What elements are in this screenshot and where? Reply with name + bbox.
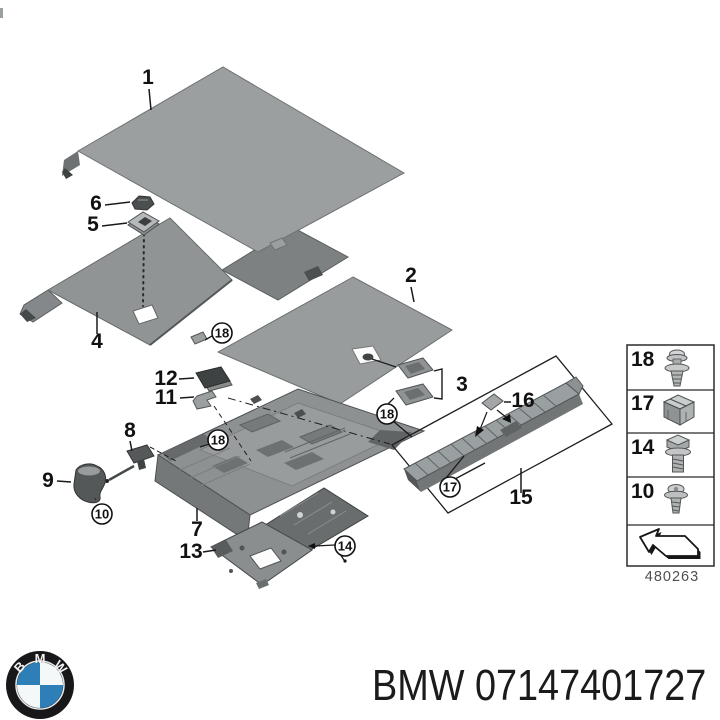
pan-head-screw-icon bbox=[664, 484, 688, 514]
part-number-text: BMW 07147401727 bbox=[372, 660, 706, 709]
callout-1: 1 bbox=[142, 66, 154, 89]
callout-15: 15 bbox=[509, 486, 533, 509]
callout-8: 8 bbox=[124, 419, 136, 442]
callout-16: 16 bbox=[511, 389, 534, 412]
callout-6: 6 bbox=[90, 192, 102, 215]
callout-9: 9 bbox=[42, 469, 54, 492]
part-9-hook bbox=[73, 463, 107, 504]
leader-lines bbox=[56, 88, 522, 553]
panel-1-trunk-mat bbox=[62, 66, 406, 253]
legend-label-17: 17 bbox=[631, 392, 654, 415]
callout-2: 2 bbox=[405, 264, 417, 287]
circled-callout-14: 14 bbox=[308, 535, 356, 563]
svg-text:18: 18 bbox=[211, 433, 225, 448]
part-15-sill-group bbox=[390, 355, 614, 514]
bmw-roundel-logo: B M W bbox=[6, 651, 74, 719]
legend-label-10: 10 bbox=[631, 480, 654, 503]
plain-callouts: 1 2 3 4 5 6 7 8 9 11 12 13 15 16 bbox=[42, 66, 535, 563]
scan-artifact bbox=[0, 8, 3, 18]
fastener-legend-table: 18 17 14 bbox=[626, 344, 715, 585]
hex-flange-bolt-icon bbox=[665, 434, 691, 473]
callout-3: 3 bbox=[456, 373, 468, 396]
callout-5: 5 bbox=[87, 213, 99, 236]
svg-text:18: 18 bbox=[380, 407, 394, 422]
legend-label-18: 18 bbox=[631, 348, 655, 371]
callout-4: 4 bbox=[91, 330, 103, 353]
bracket-3-line bbox=[433, 368, 443, 400]
part-11-clamp-clip bbox=[192, 390, 217, 410]
logo-letter-m: M bbox=[35, 651, 46, 666]
svg-text:14: 14 bbox=[338, 539, 353, 554]
group-15-frame bbox=[390, 355, 614, 514]
part-8-bracket bbox=[105, 444, 155, 483]
part-3-handle-covers bbox=[395, 357, 443, 406]
part-15-sill-trim bbox=[403, 376, 584, 492]
callout-13: 13 bbox=[179, 540, 202, 563]
alignment-dash-lines bbox=[149, 397, 391, 462]
clip-nut-icon bbox=[662, 394, 696, 426]
panel-4-left-floor-cover bbox=[19, 217, 233, 346]
svg-text:17: 17 bbox=[443, 480, 457, 495]
svg-text:10: 10 bbox=[95, 507, 109, 522]
part-16-tow-cover bbox=[475, 393, 511, 437]
part-5-grommet bbox=[127, 211, 160, 236]
circled-callouts: 18 18 18 17 10 14 bbox=[91, 322, 486, 563]
panel-7-floor-trim bbox=[154, 388, 426, 542]
diagram-code: 480263 bbox=[645, 569, 699, 585]
part-13-bracket bbox=[210, 521, 313, 589]
callout-12: 12 bbox=[154, 367, 177, 390]
circled-callout-18c: 18 bbox=[199, 429, 229, 451]
circled-callout-17: 17 bbox=[439, 455, 486, 498]
circled-callout-18b: 18 bbox=[376, 397, 413, 438]
mount-axis-dotted-line bbox=[142, 233, 145, 307]
svg-text:18: 18 bbox=[215, 326, 229, 341]
expanding-rivet-icon bbox=[664, 349, 690, 387]
part-6-cap-clip bbox=[131, 195, 155, 211]
direction-arrow-icon bbox=[639, 528, 701, 559]
circled-callout-18a: 18 bbox=[204, 322, 233, 344]
part-12-retainer-plate bbox=[195, 366, 233, 392]
legend-label-14: 14 bbox=[631, 436, 655, 459]
circled-callout-10: 10 bbox=[91, 503, 113, 525]
callout-11: 11 bbox=[155, 386, 178, 409]
callout-7: 7 bbox=[191, 518, 203, 541]
